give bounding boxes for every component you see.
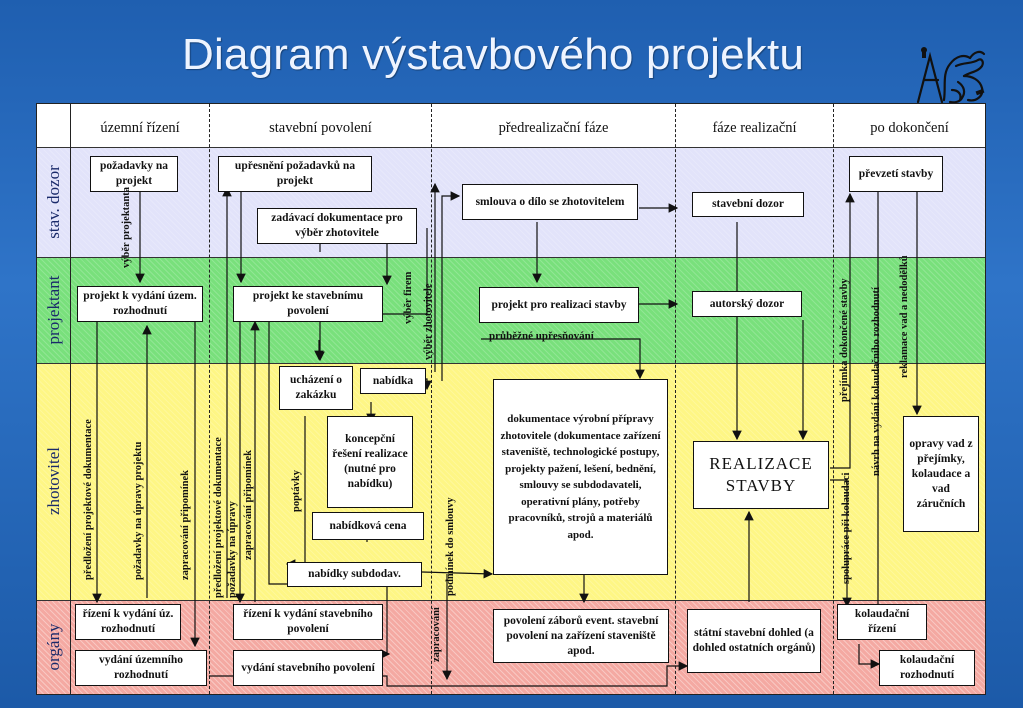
label-pozadavky-upravy: požadavky na úpravy projektu — [133, 441, 144, 580]
box-nabidka: nabídka — [360, 368, 426, 394]
box-smlouva: smlouva o dílo se zhotovitelem — [462, 184, 638, 220]
phase-header: územní řízení — [100, 120, 180, 136]
box-projekt-real: projekt pro realizaci stavby — [479, 287, 639, 323]
box-upresneni: upřesnění požadavků na projekt — [218, 156, 372, 192]
lane-label-projektant: projektant — [44, 275, 63, 345]
label-spoluprace: spolupráce při kolaudaci — [841, 472, 852, 584]
label-vyber-projektanta: výběr projektanta — [121, 187, 132, 268]
phase-divider — [431, 104, 432, 694]
phase-header: předrealizační fáze — [498, 120, 609, 136]
box-autorsky: autorský dozor — [692, 291, 802, 317]
label-predlozeni-uzem: předložení projektové dokumentace — [83, 419, 94, 580]
box-zadavaci: zadávací dokumentace pro výběr zhotovite… — [257, 208, 417, 244]
box-opravy: opravy vad z přejímky, kolaudace a vad z… — [903, 416, 979, 532]
box-kolaudacni-rizeni: kolaudační řízení — [837, 604, 927, 640]
lane-label-divider — [70, 104, 71, 694]
lane-label-dozor: stav. dozor — [44, 165, 63, 239]
phase-divider — [833, 104, 834, 694]
box-vydani-uzem: vydání územního rozhodnutí — [75, 650, 207, 686]
lane-label-zhotovitel: zhotovitel — [44, 447, 63, 515]
box-rizeni-stav: řízení k vydání stavebního povolení — [233, 604, 383, 640]
label-zapracovani-3: zapracování — [431, 607, 442, 662]
phase-divider — [209, 104, 210, 694]
label-prejimka: přejímka dokončené stavby — [839, 278, 850, 402]
box-vydani-stav: vydání stavebního povolení — [233, 650, 383, 686]
box-stavebni-dozor: stavební dozor — [692, 192, 804, 217]
box-statni-dohled: státní stavební dohled (a dohled ostatní… — [687, 609, 821, 673]
label-vyber-zhotovitele: výběr zhotovitele — [423, 283, 434, 361]
label-predlozeni-stav: předložení projektové dokumentace — [213, 437, 224, 598]
label-pozadavky-upravy-2: požadavky na úpravy — [227, 501, 238, 598]
box-uchazeni: ucházení o zakázku — [279, 366, 353, 410]
box-kolaudacni-rozhodnuti: kolaudační rozhodnutí — [879, 650, 975, 686]
label-reklamace: reklamace vad a nedodělků — [899, 255, 910, 378]
phase-header: po dokončení — [870, 120, 949, 136]
box-nabidkova-cena: nabídková cena — [312, 512, 424, 540]
phase-header: stavební povolení — [269, 120, 372, 136]
label-zapracovani-2: zapracování připomínek — [243, 450, 254, 560]
project-diagram: územní řízení stavební povolení předreal… — [36, 103, 986, 695]
box-povoleni-zaboru: povolení záborů event. stavební povolení… — [493, 609, 669, 663]
label-zapracovani: zapracování připomínek — [180, 470, 191, 580]
label-prubezne: průběžné upřesňování — [489, 330, 594, 342]
box-projekt-stav: projekt ke stavebnímu povolení — [233, 286, 383, 322]
box-prevzeti: převzetí stavby — [849, 156, 943, 192]
label-text: výběr projektanta — [121, 187, 132, 268]
box-projekt-uzem: projekt k vydání územ. rozhodnutí — [77, 286, 203, 322]
lane-divider — [37, 257, 985, 258]
page-title: Diagram výstavbového projektu — [182, 30, 805, 79]
label-podminek: podmínek do smlouvy — [445, 497, 456, 596]
phase-divider — [675, 104, 676, 694]
box-rizeni-uzem: řízení k vydání úz. rozhodnutí — [75, 604, 181, 640]
box-pozadavky: požadavky na projekt — [90, 156, 178, 192]
header-divider — [37, 147, 985, 148]
lane-label-organy: orgány — [44, 623, 63, 671]
label-navrh: návrh na vydání kolaudačního rozhodnutí — [871, 287, 882, 476]
box-realizace: REALIZACE STAVBY — [693, 441, 829, 509]
label-poptavky: poptávky — [291, 469, 302, 512]
box-nabidky-subdodav: nabídky subdodav. — [287, 562, 422, 587]
phase-header: fáze realizační — [712, 120, 797, 136]
lion-logo-icon — [916, 47, 986, 104]
lane-band-dozor — [37, 147, 985, 257]
box-dokumentace: dokumentace výrobní přípravy zhotovitele… — [493, 379, 668, 575]
lane-divider — [37, 600, 985, 601]
box-koncepcni: koncepční řešení realizace (nutné pro na… — [327, 416, 413, 508]
label-vyber-firem: výběr firem — [403, 271, 414, 324]
